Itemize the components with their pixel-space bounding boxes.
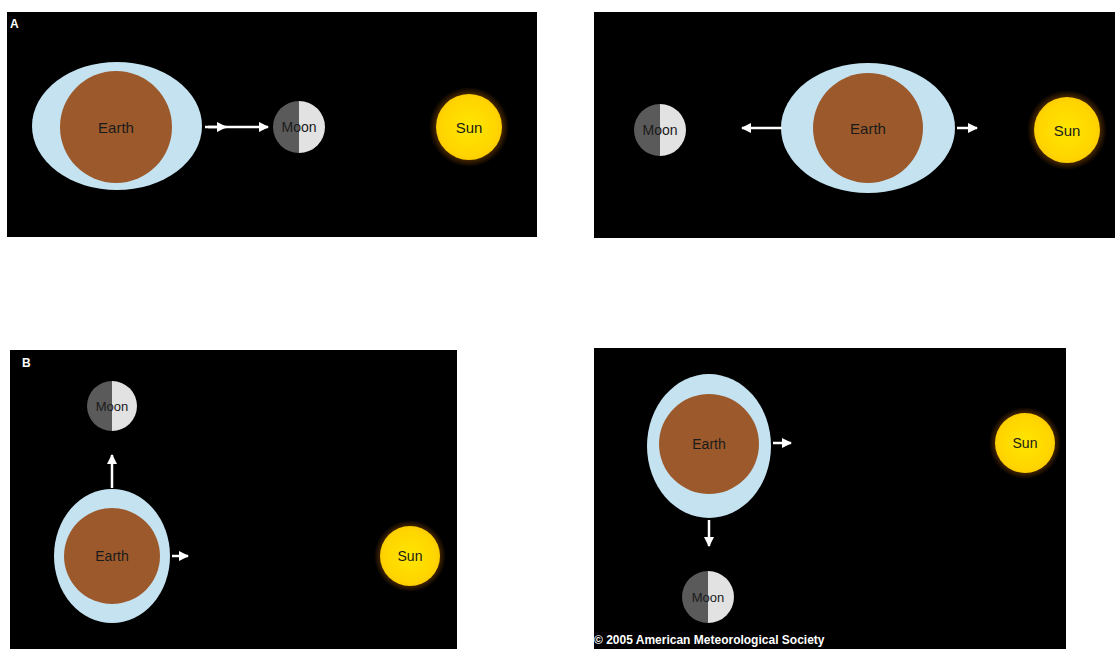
- earth-label: Earth: [98, 119, 134, 136]
- earth-label: Earth: [95, 548, 128, 564]
- sun-label: Sun: [398, 548, 423, 564]
- moon-circle: Moon: [87, 381, 137, 431]
- panel: [10, 350, 457, 649]
- sun-glow: [429, 87, 509, 167]
- earth-circle: Earth: [813, 73, 923, 183]
- panel-letter: B: [22, 356, 31, 370]
- moon-circle: Moon: [682, 571, 734, 623]
- earth-circle: Earth: [60, 71, 172, 183]
- sun-label: Sun: [1054, 122, 1081, 139]
- sun-circle: Sun: [1034, 97, 1100, 163]
- moon-circle: Moon: [273, 101, 325, 153]
- panel-letter: A: [10, 17, 19, 31]
- sun-glow: [1027, 90, 1107, 170]
- moon-label: Moon: [281, 119, 316, 135]
- ocean-bulge: [647, 374, 771, 518]
- earth-label: Earth: [850, 120, 886, 137]
- ocean-bulge: [781, 63, 955, 193]
- earth-circle: Earth: [659, 394, 759, 494]
- sun-label: Sun: [456, 119, 483, 136]
- sun-circle: Sun: [380, 526, 440, 586]
- copyright-note: © 2005 American Meteorological Society: [594, 633, 824, 647]
- sun-circle: Sun: [436, 94, 502, 160]
- earth-label: Earth: [692, 436, 725, 452]
- force-arrows: [112, 127, 977, 556]
- moon-label: Moon: [96, 399, 129, 414]
- earth-circle: Earth: [64, 508, 160, 604]
- panel: [594, 348, 1066, 649]
- moon-circle: Moon: [634, 104, 686, 156]
- moon-label: Moon: [692, 590, 725, 605]
- panel: [594, 12, 1115, 238]
- ocean-bulge: [32, 62, 202, 190]
- sun-glow: [989, 407, 1061, 479]
- sun-label: Sun: [1013, 435, 1038, 451]
- sun-glow: [374, 520, 446, 592]
- moon-label: Moon: [642, 122, 677, 138]
- sun-circle: Sun: [995, 413, 1055, 473]
- ocean-bulge: [54, 489, 170, 623]
- panel: [7, 12, 537, 237]
